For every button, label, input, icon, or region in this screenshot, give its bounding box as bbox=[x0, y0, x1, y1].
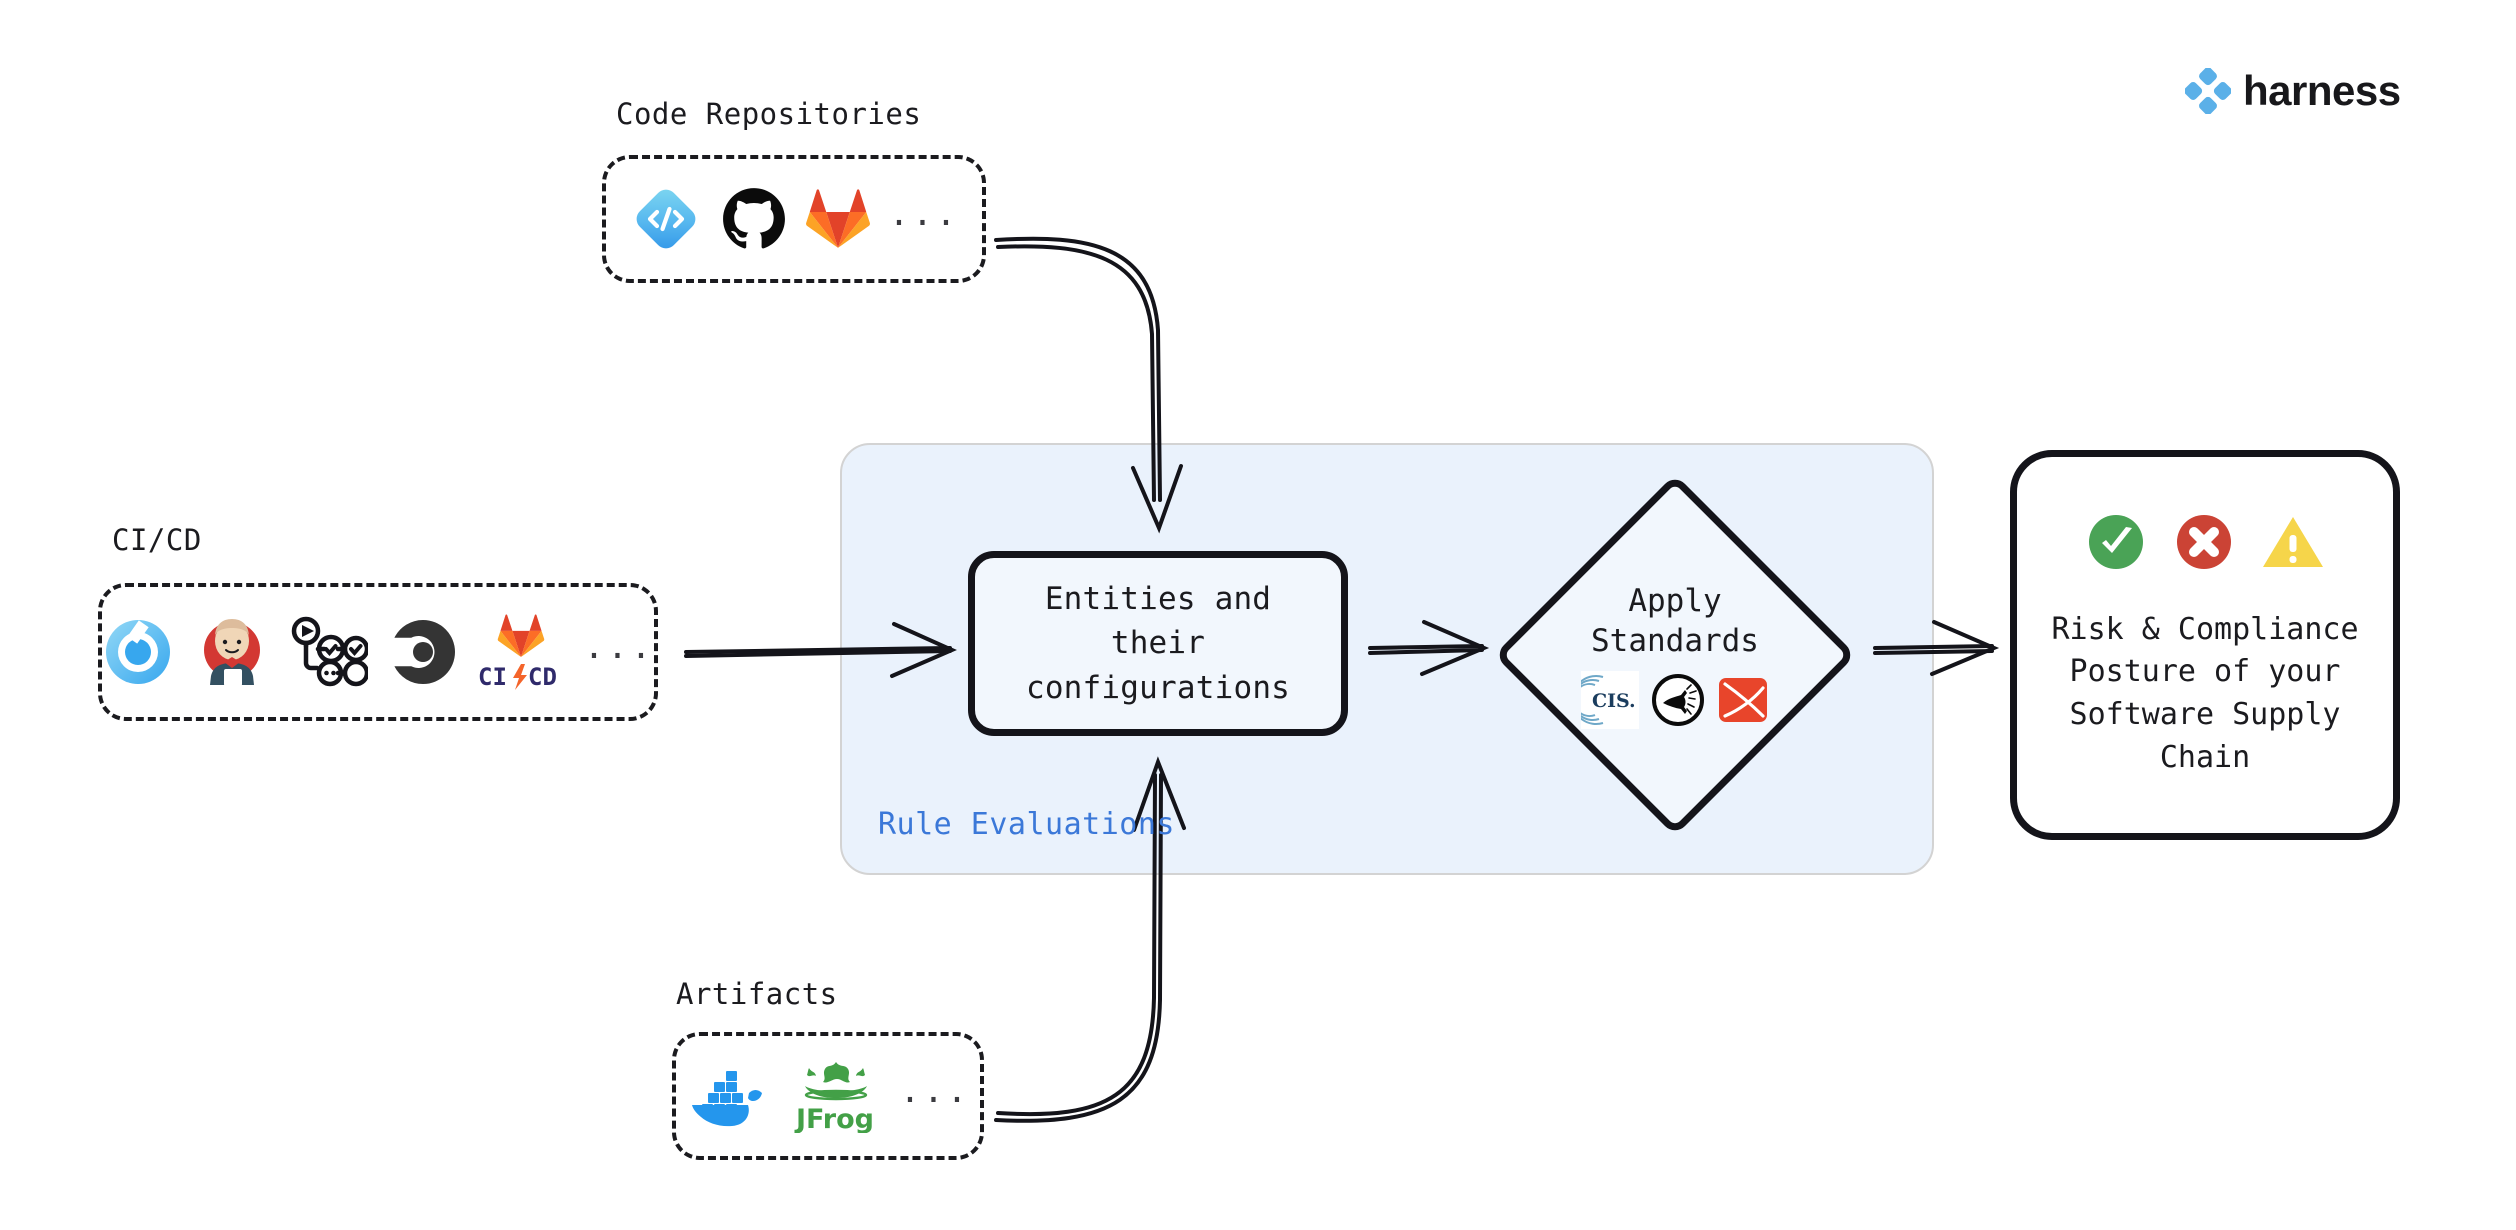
group-title-artifacts: Artifacts bbox=[676, 977, 838, 1011]
apply-standards-logos: CIS. bbox=[1581, 671, 1769, 730]
group-box-artifacts[interactable]: JFrog ... bbox=[672, 1032, 984, 1160]
group-ellipsis-artifacts: ... bbox=[899, 1071, 971, 1111]
harness-code-icon bbox=[636, 189, 696, 249]
harness-diamond-logo-icon bbox=[2185, 68, 2231, 114]
harness-brand-logo: harness bbox=[2185, 68, 2401, 114]
group-ellipsis-code-repositories: ... bbox=[888, 194, 960, 234]
github-actions-icon bbox=[291, 616, 368, 687]
harness-brand-name: harness bbox=[2243, 67, 2401, 114]
slsa-icon bbox=[1719, 678, 1767, 723]
gitlab-icon bbox=[805, 189, 870, 248]
outcome-status-icons bbox=[2085, 511, 2325, 573]
svg-text:JFrog: JFrog bbox=[794, 1104, 874, 1133]
apply-standards-label: Apply Standards bbox=[1591, 582, 1759, 659]
jenkins-icon bbox=[203, 619, 260, 686]
cis-benchmarks-icon: CIS. bbox=[1581, 671, 1639, 730]
circleci-icon bbox=[394, 620, 455, 684]
owasp-icon bbox=[1652, 674, 1704, 727]
harness-ci-icon bbox=[105, 620, 170, 684]
jfrog-splash-icon bbox=[804, 1062, 867, 1101]
rule-evaluations-label: Rule Evaluations bbox=[878, 807, 1175, 842]
svg-text:CD: CD bbox=[528, 663, 557, 691]
group-box-code-repositories[interactable]: ... bbox=[602, 155, 986, 283]
group-ellipsis-ci-cd: ... bbox=[583, 627, 655, 667]
svg-text:CIS.: CIS. bbox=[1592, 690, 1636, 712]
group-title-code-repositories: Code Repositories bbox=[616, 97, 922, 131]
check-circle-icon bbox=[2089, 514, 2143, 569]
error-circle-icon bbox=[2177, 514, 2231, 569]
warning-triangle-icon bbox=[2263, 516, 2323, 567]
risk-compliance-outcome-node[interactable]: Risk & Compliance Posture of your Softwa… bbox=[2010, 450, 2400, 840]
docker-icon bbox=[691, 1071, 762, 1127]
apply-standards-node[interactable]: Apply Standards CIS. bbox=[1493, 473, 1857, 837]
group-box-ci-cd[interactable]: CI CD ... bbox=[98, 583, 658, 721]
gitlab-cicd-text-icon: CI CD bbox=[478, 663, 557, 691]
jfrog-wordmark-icon: JFrog bbox=[794, 1104, 874, 1133]
gitlab-cicd-fox-icon bbox=[497, 614, 545, 657]
svg-text:CI: CI bbox=[478, 663, 507, 691]
gitlab-cicd-icon: CI CD bbox=[478, 612, 564, 692]
entities-configurations-label: Entities and their configurations bbox=[1025, 581, 1291, 706]
github-icon bbox=[722, 188, 785, 249]
risk-compliance-outcome-label: Risk & Compliance Posture of your Softwa… bbox=[2051, 611, 2359, 775]
apply-standards-content: Apply Standards CIS. bbox=[1495, 475, 1855, 835]
group-title-ci-cd: CI/CD bbox=[112, 523, 202, 557]
jfrog-icon: JFrog bbox=[794, 1059, 878, 1133]
entities-configurations-node[interactable]: Entities and their configurations bbox=[968, 551, 1348, 736]
